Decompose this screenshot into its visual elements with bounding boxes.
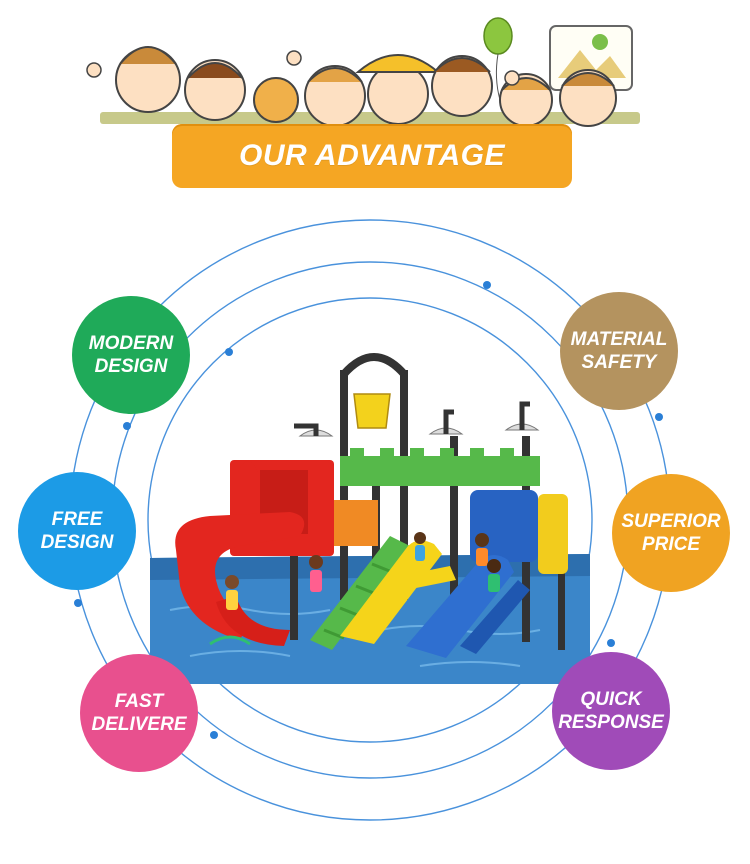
badge-modern-design-line2: DESIGN xyxy=(94,356,168,377)
badge-free-design-line1: FREE xyxy=(51,509,103,530)
orbit-dot xyxy=(123,422,131,430)
orbit-dot xyxy=(74,599,82,607)
badge-superior-price: SUPERIOR PRICE xyxy=(612,474,730,592)
badge-material-safety-line2: SAFETY xyxy=(581,352,657,373)
advantage-banner: OUR ADVANTAGE xyxy=(172,124,572,188)
badge-quick-response: QUICK RESPONSE xyxy=(552,652,670,770)
badge-fast-delivere-line1: FAST xyxy=(114,691,164,712)
badge-material-safety-line1: MATERIAL xyxy=(570,329,668,350)
water-playground-image xyxy=(150,353,590,684)
badge-material-safety: MATERIAL SAFETY xyxy=(560,292,678,410)
badge-modern-design-line1: MODERN xyxy=(88,333,174,354)
badge-quick-response-line1: QUICK xyxy=(580,689,642,710)
kids-header-illustration xyxy=(86,17,640,127)
badge-superior-price-line2: PRICE xyxy=(641,534,701,555)
badge-superior-price-line1: SUPERIOR xyxy=(621,511,721,532)
badge-fast-delivere: FAST DELIVERE xyxy=(80,654,198,772)
badge-quick-response-line2: RESPONSE xyxy=(558,712,664,733)
orbit-dot xyxy=(483,281,491,289)
badge-modern-design: MODERN DESIGN xyxy=(72,296,190,414)
banner-title: OUR ADVANTAGE xyxy=(239,139,505,172)
badge-free-design-line2: DESIGN xyxy=(40,532,114,553)
orbit-dot xyxy=(607,639,615,647)
badge-free-design: FREE DESIGN xyxy=(18,472,136,590)
orbit-dot xyxy=(225,348,233,356)
orbit-dot xyxy=(210,731,218,739)
badge-fast-delivere-line2: DELIVERE xyxy=(91,714,187,735)
orbit-dot xyxy=(655,413,663,421)
